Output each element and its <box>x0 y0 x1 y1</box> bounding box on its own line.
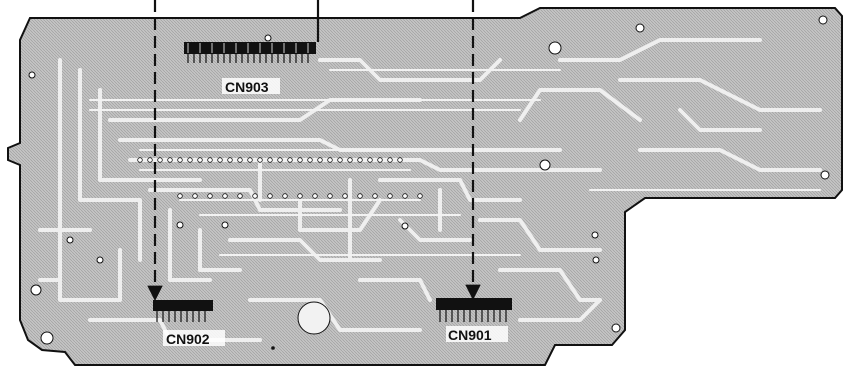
cn901-label: CN901 <box>448 327 492 343</box>
cn903-connector <box>184 42 316 63</box>
cn902-connector <box>153 300 213 322</box>
pad-row-top <box>137 157 403 163</box>
trace-network <box>38 38 822 342</box>
cn903-label-bg <box>222 78 280 94</box>
marker-dot <box>271 346 275 350</box>
cn901-connector <box>436 298 512 322</box>
cn902-label-bg <box>163 330 225 346</box>
cn902-label: CN902 <box>166 331 210 347</box>
trace-network-thin <box>89 69 821 256</box>
board-outline <box>7 7 843 366</box>
pads <box>28 15 830 345</box>
cn903-label: CN903 <box>225 79 269 95</box>
pad-row-middle <box>177 193 423 199</box>
cn901-label-bg <box>446 326 508 342</box>
